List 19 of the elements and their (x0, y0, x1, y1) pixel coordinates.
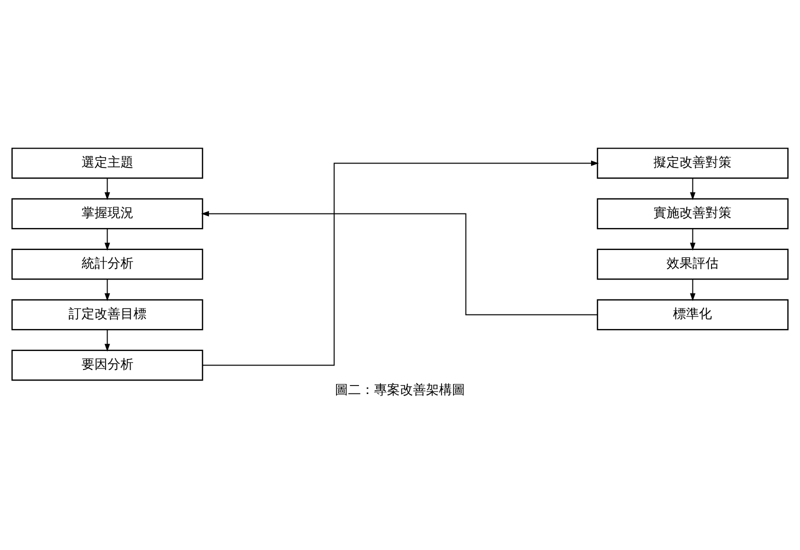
node-box: 選定主題 (11, 148, 204, 179)
arrow (201, 211, 598, 316)
arrow (104, 228, 110, 251)
caption: 圖二：專案改善架構圖 (335, 383, 465, 398)
node-box: 訂定改善目標 (11, 299, 204, 330)
arrow (690, 178, 696, 200)
node-box: 效果評估 (596, 248, 789, 280)
arrow (202, 160, 599, 366)
node-box: 實施改善對策 (596, 198, 789, 230)
arrow (104, 329, 110, 352)
node-box: 標準化 (596, 299, 789, 330)
arrow (104, 278, 110, 302)
arrow (690, 228, 696, 251)
arrow (690, 278, 696, 302)
arrow (104, 178, 110, 200)
node-box: 要因分析 (11, 350, 204, 381)
node-box: 統計分析 (11, 248, 204, 280)
node-box: 擬定改善對策 (596, 148, 789, 179)
node-box: 掌握現況 (11, 198, 204, 230)
